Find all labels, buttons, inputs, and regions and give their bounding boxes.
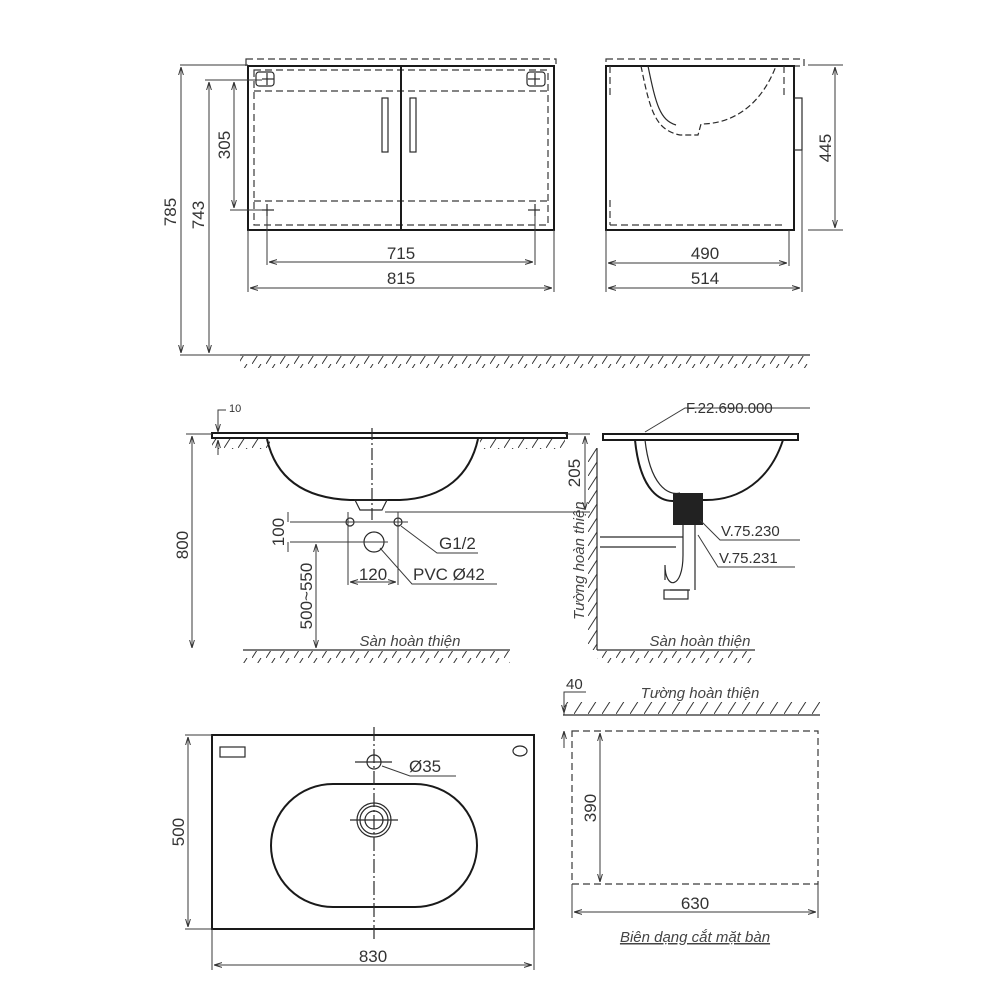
cutout-view: Tường hoàn thiện 40 390 630 Biên dạng cắ… xyxy=(563,676,820,946)
cabinet-side-body xyxy=(605,65,795,231)
countertop-top-view xyxy=(211,734,535,930)
wall-label-cutout: Tường hoàn thiện xyxy=(641,685,760,702)
dim-top-thickness: 10 xyxy=(229,403,241,415)
front-view: 785 743 305 715 815 xyxy=(161,58,557,356)
dim-mount-spacing-horizontal: 715 xyxy=(387,244,415,263)
bracket-right xyxy=(526,71,546,87)
dim-supply-offset: 100 xyxy=(269,518,288,546)
drain-fitting xyxy=(354,499,388,511)
dim-cabinet-height: 445 xyxy=(816,134,835,162)
dim-cutout-width: 630 xyxy=(681,894,709,913)
dim-cutout-depth: 390 xyxy=(581,794,600,822)
dim-top-width: 830 xyxy=(359,947,387,966)
dim-total-height: 785 xyxy=(161,198,180,226)
cabinet-handle-side xyxy=(793,97,803,151)
callout-basin-part: F.22.690.000 xyxy=(686,400,773,417)
dim-mount-height: 743 xyxy=(189,201,208,229)
dim-wall-offset: 40 xyxy=(566,676,583,693)
dim-basin-depth: 205 xyxy=(565,459,584,487)
countertop-outline xyxy=(245,58,557,67)
wall-label: Tường hoàn thiện xyxy=(571,501,588,620)
cutout-outline xyxy=(571,730,819,885)
side-view: 445 490 514 xyxy=(605,58,843,292)
callout-supply: G1/2 xyxy=(439,534,476,553)
dim-drain-height: 500~550 xyxy=(297,563,316,630)
dim-inner-depth: 490 xyxy=(691,244,719,263)
drain-valve xyxy=(673,493,703,525)
floor-label: Sàn hoàn thiện xyxy=(360,633,461,650)
dim-cabinet-depth: 514 xyxy=(691,269,719,288)
dim-basin-mount-height: 800 xyxy=(173,531,192,559)
callout-drain-part: V.75.230 xyxy=(721,523,780,540)
fixing-hole xyxy=(512,745,528,757)
door-handle-right xyxy=(409,97,417,153)
basin-side-section: F.22.690.000 V.75.230 V.75.231 Tường hoà… xyxy=(571,400,810,663)
dim-tap-hole: Ø35 xyxy=(409,757,441,776)
cutout-caption: Biên dạng cắt mặt bàn xyxy=(620,929,770,946)
basin-section: 10 800 205 100 120 500~550 G1/2 PVC Ø42 xyxy=(173,403,590,663)
door-handle-left xyxy=(381,97,389,153)
floor-hatch xyxy=(240,356,810,368)
dim-cabinet-width: 815 xyxy=(387,269,415,288)
callout-drain: PVC Ø42 xyxy=(413,565,485,584)
top-view: Ø35 500 830 xyxy=(169,727,535,970)
floor-label-side: Sàn hoàn thiện xyxy=(650,633,751,650)
dim-mount-spacing-vertical: 305 xyxy=(215,131,234,159)
countertop-section xyxy=(211,432,568,439)
callout-trap-part: V.75.231 xyxy=(719,550,778,567)
dim-top-depth: 500 xyxy=(169,818,188,846)
overflow-slot xyxy=(219,746,246,758)
dim-drain-spacing: 120 xyxy=(359,565,387,584)
